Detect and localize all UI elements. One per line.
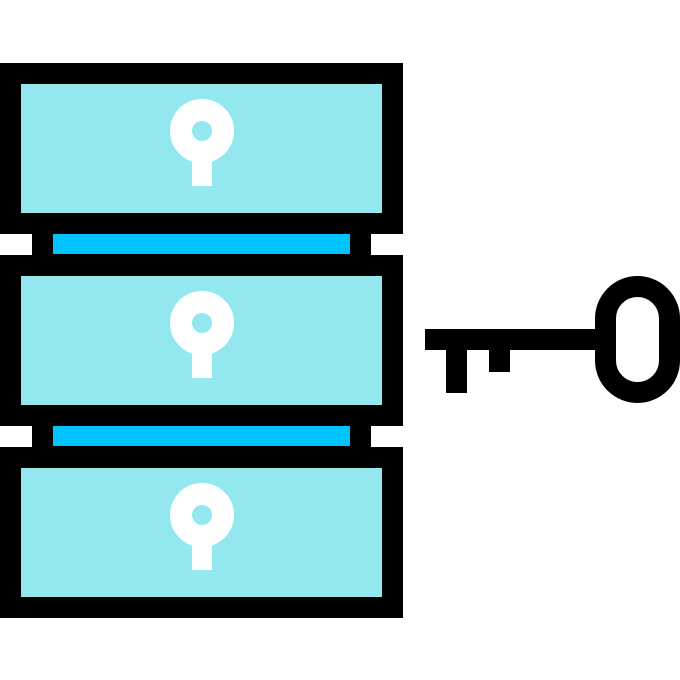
key-tooth: [446, 340, 467, 393]
keyhole-icon: [170, 291, 234, 355]
key-tooth: [489, 340, 510, 372]
drawer: [0, 63, 403, 234]
key-icon: [425, 276, 680, 403]
database-server-icon: [0, 63, 403, 618]
key-bow: [595, 276, 680, 403]
keyhole-icon: [170, 483, 234, 547]
keyhole-stem: [192, 347, 212, 378]
key-shaft: [425, 329, 605, 350]
drawer-connector: [53, 426, 350, 446]
keyhole-icon: [170, 99, 234, 163]
drawer-connector: [53, 234, 350, 254]
keyhole-stem: [192, 539, 212, 570]
keyhole-stem: [192, 155, 212, 186]
